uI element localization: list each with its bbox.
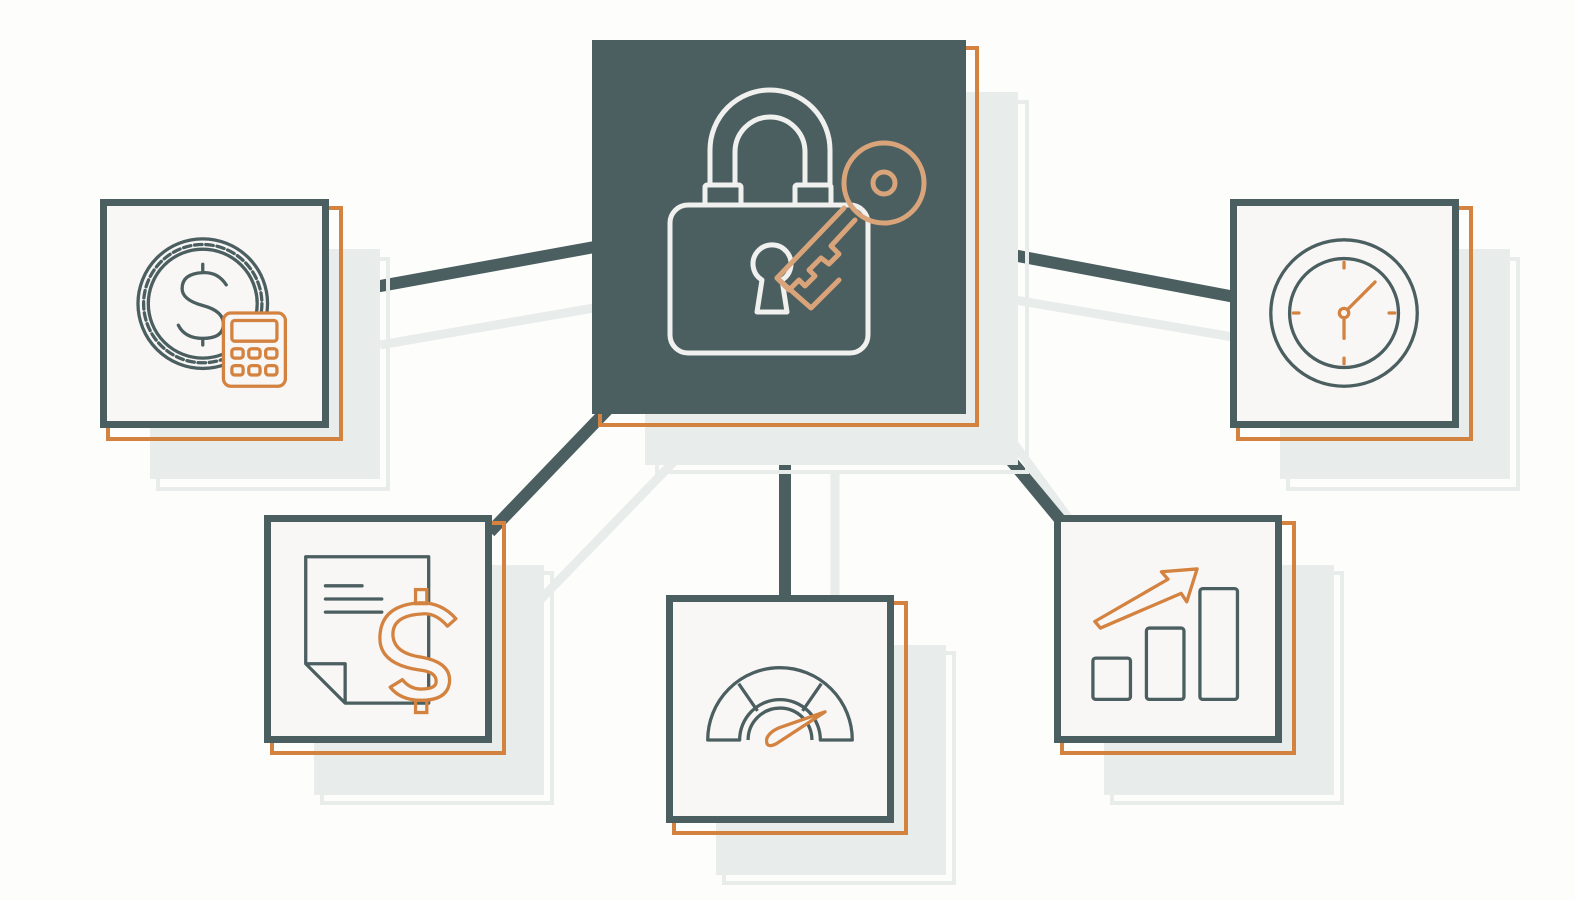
central-hub-tile	[592, 40, 966, 414]
invoice-dollar-icon	[271, 522, 485, 736]
node-invoice-tile	[264, 515, 492, 743]
clock-icon	[1237, 206, 1452, 421]
connector-invoice	[485, 400, 617, 537]
node-schedule-tile	[1230, 199, 1459, 428]
padlock-with-key-icon	[592, 40, 966, 414]
node-performance-tile	[666, 595, 894, 823]
node-budget-tile	[100, 199, 329, 428]
node-growth-tile	[1054, 515, 1282, 743]
coin-calculator-icon	[107, 206, 322, 421]
speedometer-gauge-icon	[673, 602, 887, 816]
bar-chart-growth-icon	[1061, 522, 1275, 736]
